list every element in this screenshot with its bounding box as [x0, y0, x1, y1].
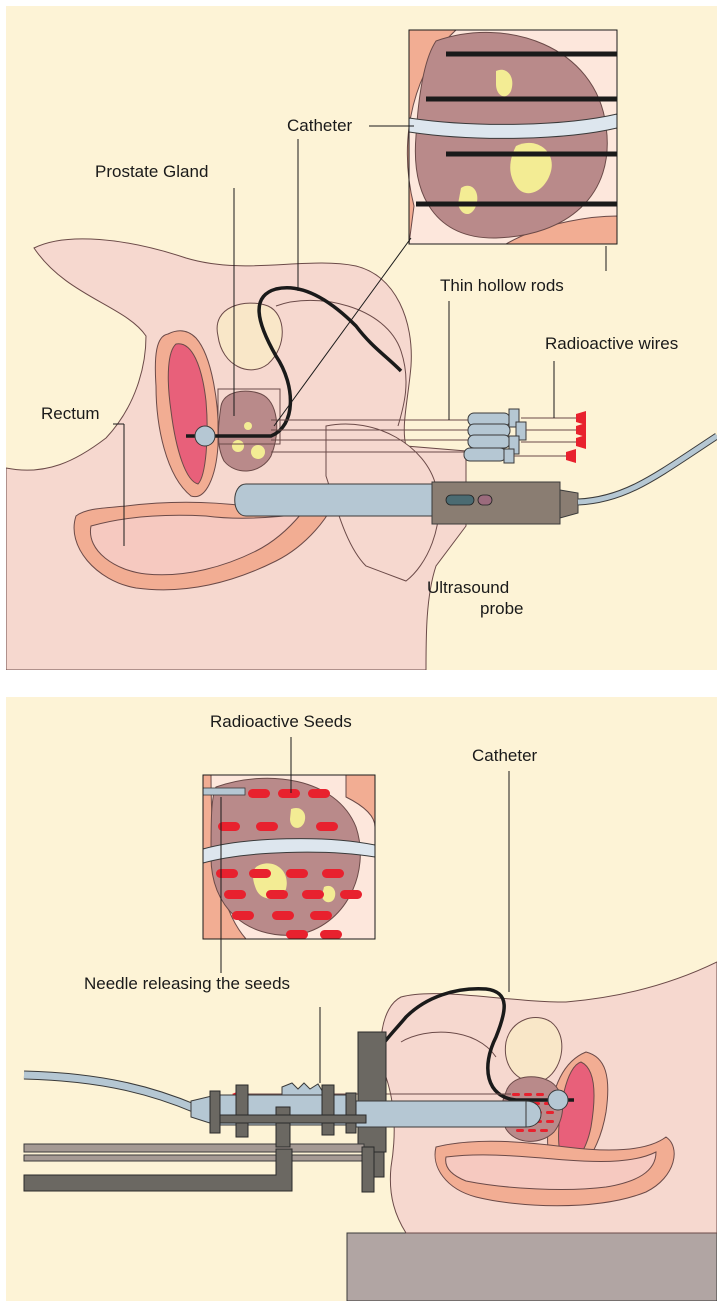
label-rectum: Rectum	[41, 404, 100, 423]
label-ultrasound: Ultrasound	[427, 578, 509, 597]
label-radioactive-wires: Radioactive wires	[545, 334, 678, 353]
template-post	[358, 1032, 386, 1152]
bladder	[505, 1018, 561, 1082]
top-diagram-svg: Catheter Prostate Gland Thin hollow rods…	[6, 6, 717, 670]
ultrasound-probe-shaft	[346, 1101, 526, 1127]
label-thin-hollow-rods: Thin hollow rods	[440, 276, 564, 295]
tumor-spot	[232, 440, 244, 452]
inset-zoom-top	[407, 30, 617, 244]
inset-zoom-bottom	[203, 775, 375, 939]
ultrasound-probe-shaft	[235, 484, 436, 516]
label-catheter-bottom: Catheter	[472, 746, 538, 765]
probe-cable	[578, 436, 717, 502]
catheter-balloon	[195, 426, 215, 446]
label-radioactive-seeds: Radioactive Seeds	[210, 712, 352, 731]
stepper-rail-mid	[24, 1155, 364, 1161]
stepper-rail-top	[24, 1144, 364, 1152]
label-needle-releasing: Needle releasing the seeds	[84, 974, 290, 993]
radioactive-wire-tips	[566, 411, 586, 463]
probe-neck	[560, 490, 578, 518]
tumor-spot	[251, 445, 265, 459]
bottom-diagram-panel: Radioactive Seeds Catheter Needle releas…	[6, 697, 717, 1301]
label-catheter-top: Catheter	[287, 116, 353, 135]
rod-hubs	[464, 409, 526, 463]
tumor-spot	[244, 422, 252, 430]
probe-button	[478, 495, 492, 505]
stepper-leg	[374, 1152, 384, 1177]
bottom-diagram-svg: Radioactive Seeds Catheter Needle releas…	[6, 697, 717, 1301]
label-prostate-gland: Prostate Gland	[95, 162, 208, 181]
stepper-leg	[362, 1147, 374, 1192]
top-diagram-panel: Catheter Prostate Gland Thin hollow rods…	[6, 6, 717, 670]
probe-button	[446, 495, 474, 505]
label-ultrasound-probe: probe	[480, 599, 523, 618]
platform-base	[347, 1233, 717, 1301]
prostate-gland	[218, 391, 276, 471]
catheter-balloon	[548, 1090, 568, 1110]
